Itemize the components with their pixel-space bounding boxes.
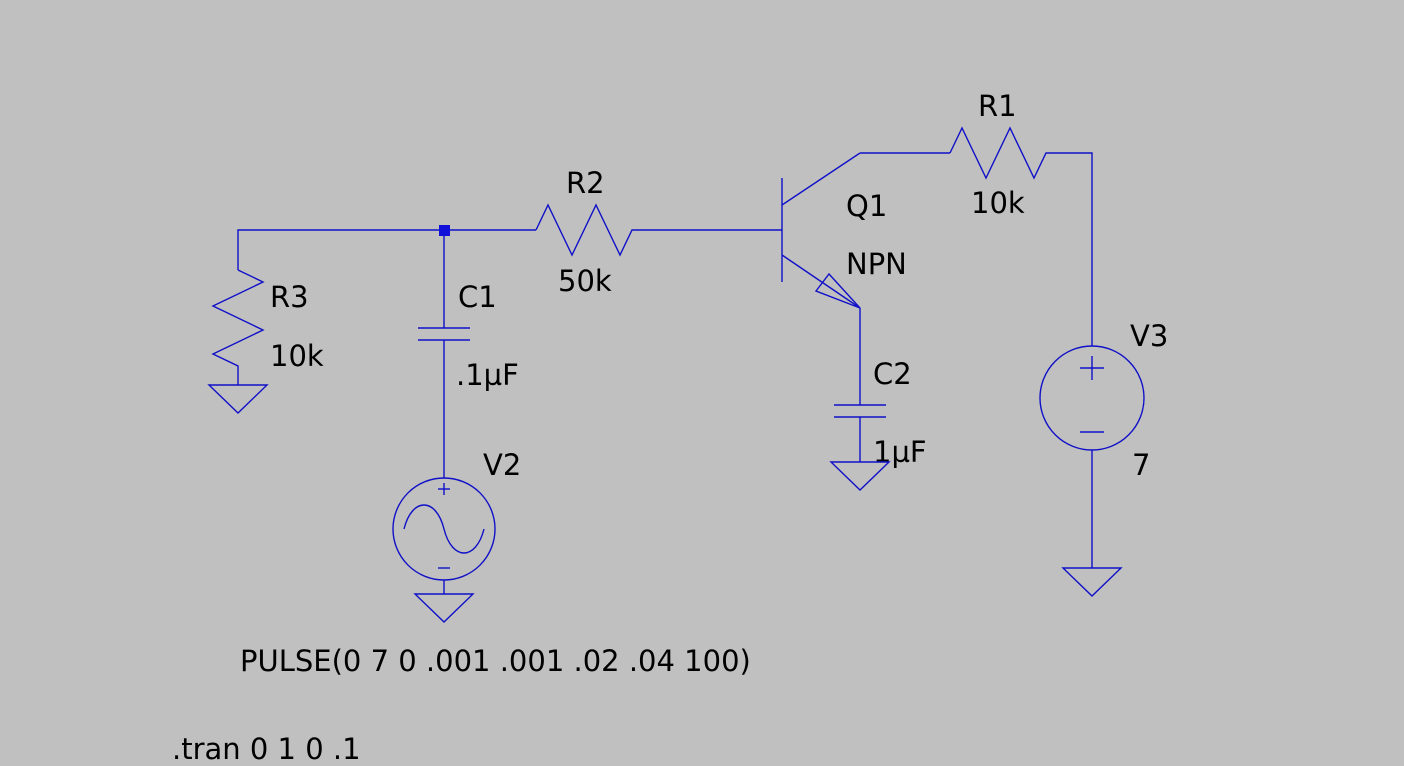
voltage-source-v3-body (1039, 345, 1145, 451)
wire-r3-node[interactable] (237, 229, 444, 270)
transistor-q1[interactable] (781, 152, 861, 309)
q1-ref-label: Q1 (846, 189, 887, 223)
v2-ref-label: V2 (483, 448, 521, 482)
voltage-source-v3[interactable] (1039, 345, 1145, 451)
v2-source-definition[interactable]: PULSE(0 7 0 .001 .001 .02 .04 100) (240, 644, 751, 678)
voltage-source-v2-body (392, 477, 496, 581)
r1-ref-label: R1 (978, 89, 1017, 123)
q1-collector-leg (781, 152, 861, 206)
v3-ref-label: V3 (1130, 319, 1168, 353)
capacitor-c2[interactable] (834, 404, 886, 418)
r3-ref-label: R3 (270, 280, 309, 314)
wires (237, 152, 1093, 594)
resistor-r3[interactable] (211, 269, 265, 372)
resistor-r1-body (949, 126, 1052, 180)
r2-value-label: 50k (558, 264, 612, 298)
c2-ref-label: C2 (873, 357, 912, 391)
c1-ref-label: C1 (458, 280, 497, 314)
voltage-source-v2[interactable] (392, 477, 496, 581)
q1-emitter-arrow (814, 272, 861, 309)
junction-dot (439, 225, 450, 236)
c1-value-label: .1µF (456, 358, 519, 392)
ground-v2-icon (413, 593, 475, 623)
spice-directive[interactable]: .tran 0 1 0 .1 (172, 732, 361, 766)
ground-v3-icon (1061, 567, 1123, 597)
c2-value-label: 1µF (873, 435, 927, 469)
capacitor-c1[interactable] (418, 327, 470, 341)
resistor-r2[interactable] (535, 203, 640, 257)
resistor-r3-body (211, 269, 265, 372)
v3-value-label: 7 (1132, 448, 1150, 482)
q1-value-label: NPN (846, 247, 907, 281)
r1-value-label: 10k (971, 186, 1025, 220)
sine-wave-icon (403, 504, 485, 554)
q1-emitter-leg (781, 254, 861, 309)
ground-c2-icon (829, 461, 891, 491)
resistor-r2-body (535, 203, 640, 257)
resistor-r1[interactable] (949, 126, 1052, 180)
r2-ref-label: R2 (566, 166, 605, 200)
wire-r1-v3[interactable] (1052, 152, 1093, 346)
ground-r3-icon (207, 384, 269, 414)
r3-value-label: 10k (270, 339, 324, 373)
